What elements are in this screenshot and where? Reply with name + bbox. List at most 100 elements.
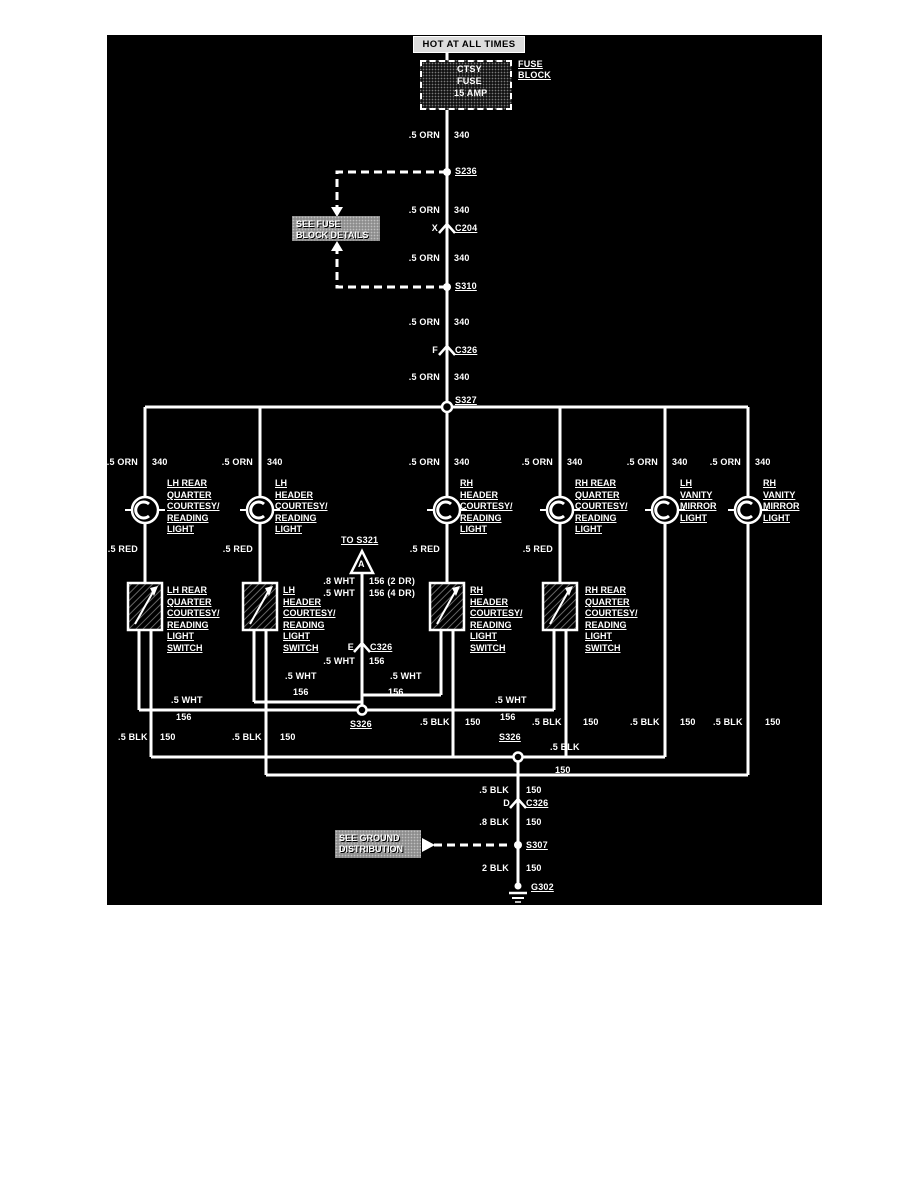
- circuit-number-label: 150: [526, 785, 542, 795]
- wire-gauge-label: .5 WHT: [495, 695, 527, 705]
- wire-gauge-label: .5 BLK: [550, 742, 580, 752]
- lh-rear-quarter-switch-icon: [126, 581, 164, 632]
- arrow-down-icon: [331, 207, 343, 217]
- lh-vanity-light-icon: [645, 495, 685, 525]
- arrow-right-icon: [422, 838, 435, 852]
- circuit-number-label: 340: [454, 253, 470, 263]
- splice-s326-right-icon: [512, 751, 524, 763]
- rh-header-light-icon: [427, 495, 467, 525]
- wire-gauge-label: .5 ORN: [709, 457, 741, 467]
- pin-e-label: E: [347, 642, 354, 652]
- circuit-number-label: 340: [454, 457, 470, 467]
- wire-gauge-label: .5 ORN: [408, 372, 440, 382]
- wire-gauge-label: .5 RED: [107, 544, 138, 554]
- see-ground-distribution-note: SEE GROUND DISTRIBUTION: [335, 830, 421, 858]
- light-symbols: [125, 495, 768, 525]
- wire-gauge-label: .5 ORN: [408, 130, 440, 140]
- wire-gauge-label: .5 BLK: [630, 717, 660, 727]
- fuse-name-label: CTSY: [457, 64, 482, 74]
- splice-s236-label: S236: [455, 166, 477, 176]
- circuit-number-label: 156 (4 DR): [369, 588, 416, 598]
- circuit-number-label: 150: [160, 732, 176, 742]
- arrow-up-icon: [331, 241, 343, 251]
- note-line: BLOCK DETAILS: [296, 229, 369, 240]
- pin-d-label: D: [503, 798, 510, 808]
- rh-header-switch-icon: [428, 581, 466, 632]
- note-line: SEE FUSE: [296, 219, 341, 229]
- ground-g302-icon: [514, 882, 522, 890]
- splice-s326-left-icon: [356, 704, 368, 716]
- wire-gauge-label: .5 RED: [409, 544, 440, 554]
- circuit-number-label: 156: [500, 712, 516, 722]
- splice-s326-right-label: S326: [499, 732, 521, 742]
- wire-gauge-label: .5 ORN: [521, 457, 553, 467]
- note-line: SEE GROUND: [339, 833, 400, 843]
- switch-symbols: [126, 581, 579, 632]
- connector-c326-e-icon: [353, 641, 371, 653]
- circuit-number-label: 340: [454, 372, 470, 382]
- circuit-number-label: 340: [454, 205, 470, 215]
- lh-header-light-icon: [240, 495, 280, 525]
- circuit-number-label: 340: [152, 457, 168, 467]
- wire-gauge-label: .5 RED: [222, 544, 253, 554]
- connector-c204-label: C204: [455, 223, 478, 233]
- wire-gauge-label: .5 ORN: [408, 317, 440, 327]
- wire-network: [125, 53, 768, 903]
- fuse-block-label: BLOCK: [518, 70, 551, 80]
- circuit-number-label: 156 (2 DR): [369, 576, 416, 586]
- wire-gauge-label: .8 BLK: [479, 817, 509, 827]
- splice-s307-label: S307: [526, 840, 548, 850]
- circuit-number-label: 340: [454, 130, 470, 140]
- wire-gauge-label: .5 WHT: [285, 671, 317, 681]
- fuse-word-label: FUSE: [457, 76, 482, 86]
- splice-s236-icon: [443, 168, 451, 176]
- splice-s307-icon: [514, 841, 522, 849]
- circuit-number-label: 150: [680, 717, 696, 727]
- wiring-diagram: HOT AT ALL TIMES SEE FUSE BLOCK DETAILS …: [107, 35, 822, 905]
- circuit-number-label: 150: [526, 817, 542, 827]
- connector-symbols: [353, 222, 527, 809]
- rh-rear-quarter-light-icon: [540, 495, 580, 525]
- ctsy-fuse-box: [420, 60, 512, 110]
- connector-c326-f-icon: [438, 344, 456, 356]
- ground-g302-label: G302: [531, 882, 554, 892]
- circuit-number-label: 340: [267, 457, 283, 467]
- wire-gauge-label: .5 ORN: [408, 205, 440, 215]
- wire-gauge-label: .5 WHT: [323, 588, 355, 598]
- wire-gauge-label: .5 WHT: [390, 671, 422, 681]
- wire-lines: [137, 53, 750, 903]
- circuit-number-label: 156: [369, 656, 385, 666]
- wire-gauge-label: .5 BLK: [118, 732, 148, 742]
- fuse-rating-label: 15 AMP: [454, 88, 488, 98]
- wire-gauge-label: .5 ORN: [106, 457, 138, 467]
- circuit-number-label: 340: [454, 317, 470, 327]
- wire-gauge-label: .8 WHT: [323, 576, 355, 586]
- note-line: DISTRIBUTION: [339, 843, 403, 854]
- pin-x-label: X: [431, 223, 438, 233]
- connector-c326-label: C326: [526, 798, 549, 808]
- circuit-number-label: 156: [388, 687, 404, 697]
- pin-f-label: F: [432, 345, 438, 355]
- circuit-number-label: 150: [555, 765, 571, 775]
- wire-gauge-label: .5 WHT: [323, 656, 355, 666]
- to-s321-label: TO S321: [341, 535, 379, 545]
- connector-a-label: A: [358, 559, 365, 569]
- circuit-number-label: 340: [672, 457, 688, 467]
- wire-gauge-label: .5 BLK: [479, 785, 509, 795]
- wire-gauge-label: .5 ORN: [408, 253, 440, 263]
- wire-gauge-label: .5 RED: [522, 544, 553, 554]
- connector-c326-label: C326: [455, 345, 478, 355]
- fuse-block-label: FUSE: [518, 59, 543, 69]
- wire-gauge-label: .5 ORN: [626, 457, 658, 467]
